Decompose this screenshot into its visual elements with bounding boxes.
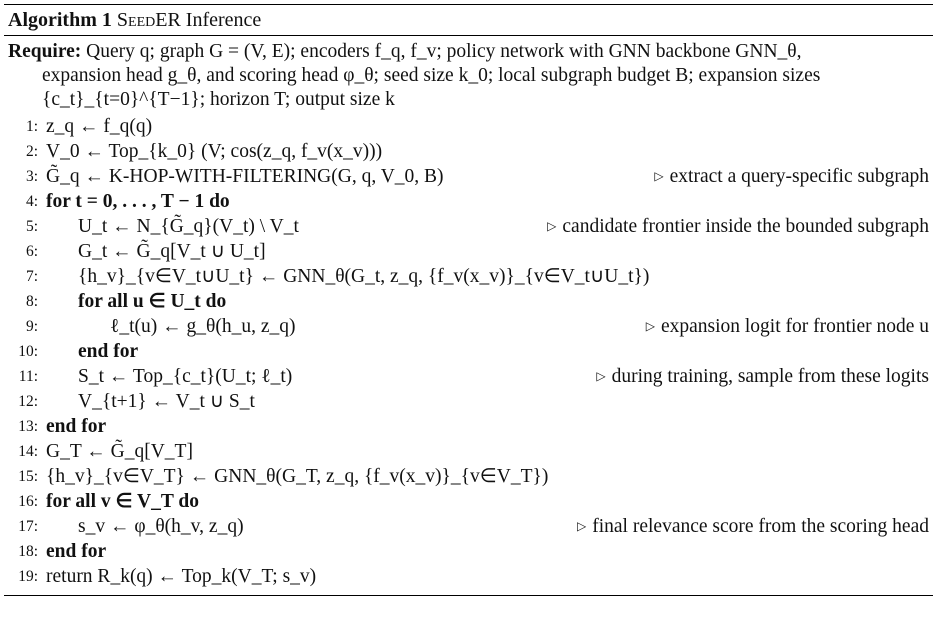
algorithm-line: 19: return R_k(q) ← Top_k(V_T; s_v) bbox=[4, 564, 933, 589]
line-number: 12: bbox=[18, 393, 38, 410]
algorithm-line: 8: for all u ∈ U_t do bbox=[4, 289, 933, 314]
require-line-1: Query q; graph G = (V, E); encoders f_q,… bbox=[86, 41, 802, 62]
line-code: end for bbox=[78, 341, 139, 362]
line-comment-text: expansion logit for frontier node u bbox=[660, 316, 929, 337]
line-code: for all u ∈ U_t do bbox=[78, 291, 227, 312]
algorithm-line: 11: S_t ← Top_{c_t}(U_t; ℓ_t) ▷ during tr… bbox=[4, 364, 933, 389]
algorithm-line: 10: end for bbox=[4, 339, 933, 364]
line-comment: ▷ expansion logit for frontier node u bbox=[646, 314, 929, 339]
algorithm-title: Algorithm 1 SeedER Inference bbox=[4, 5, 933, 35]
algorithm-lines: 1: z_q ← f_q(q) 2: V_0 ← Top_{k_0} (V; c… bbox=[4, 114, 933, 589]
algorithm-line: 17: s_v ← φ_θ(h_v, z_q) ▷ final relevance… bbox=[4, 514, 933, 539]
algorithm-block: Algorithm 1 SeedER Inference Require: Qu… bbox=[4, 4, 933, 596]
require-line-3: {c_t}_{t=0}^{T−1}; horizon T; output siz… bbox=[42, 89, 395, 110]
comment-triangle-icon: ▷ bbox=[547, 219, 557, 233]
line-code: G̃_q ← K-HOP-WITH-FILTERING(G, q, V_0, B… bbox=[46, 166, 444, 187]
algorithm-line: 7: {h_v}_{v∈V_t∪U_t} ← GNN_θ(G_t, z_q, {… bbox=[4, 264, 933, 289]
line-number: 10: bbox=[18, 343, 38, 360]
algorithm-name: SeedER bbox=[116, 9, 181, 31]
line-comment: ▷ candidate frontier inside the bounded s… bbox=[547, 214, 929, 239]
line-comment-text: candidate frontier inside the bounded su… bbox=[562, 216, 929, 237]
line-number: 9: bbox=[25, 318, 38, 335]
line-code: U_t ← N_{G̃_q}(V_t) \ V_t bbox=[78, 216, 299, 237]
line-number: 8: bbox=[25, 293, 38, 310]
algorithm-line: 6: G_t ← G̃_q[V_t ∪ U_t] bbox=[4, 239, 933, 264]
line-code: s_v ← φ_θ(h_v, z_q) bbox=[78, 516, 244, 537]
algorithm-line: 9: ℓ_t(u) ← g_θ(h_u, z_q) ▷ expansion log… bbox=[4, 314, 933, 339]
line-number: 5: bbox=[25, 218, 38, 235]
line-number: 13: bbox=[18, 418, 38, 435]
algorithm-line: 13: end for bbox=[4, 414, 933, 439]
algorithm-line: 16: for all v ∈ V_T do bbox=[4, 489, 933, 514]
require-line-2: expansion head g_θ, and scoring head φ_θ… bbox=[42, 65, 821, 86]
line-code: for t = 0, . . . , T − 1 do bbox=[46, 191, 230, 212]
algorithm-line: 2: V_0 ← Top_{k_0} (V; cos(z_q, f_v(x_v)… bbox=[4, 139, 933, 164]
algorithm-line: 18: end for bbox=[4, 539, 933, 564]
algorithm-line: 14: G_T ← G̃_q[V_T] bbox=[4, 439, 933, 464]
line-number: 19: bbox=[18, 568, 38, 585]
line-number: 2: bbox=[25, 143, 38, 160]
algorithm-line: 15: {h_v}_{v∈V_T} ← GNN_θ(G_T, z_q, {f_v… bbox=[4, 464, 933, 489]
line-code: S_t ← Top_{c_t}(U_t; ℓ_t) bbox=[78, 366, 293, 387]
line-number: 11: bbox=[18, 368, 38, 385]
line-comment: ▷ final relevance score from the scoring … bbox=[577, 514, 929, 539]
comment-triangle-icon: ▷ bbox=[577, 519, 587, 533]
line-comment: ▷ during training, sample from these logi… bbox=[596, 364, 929, 389]
line-comment-text: during training, sample from these logit… bbox=[611, 366, 929, 387]
require-keyword: Require: bbox=[8, 41, 82, 62]
comment-triangle-icon: ▷ bbox=[596, 369, 606, 383]
line-code: ℓ_t(u) ← g_θ(h_u, z_q) bbox=[110, 316, 296, 337]
line-number: 17: bbox=[18, 518, 38, 535]
comment-triangle-icon: ▷ bbox=[654, 169, 664, 183]
algorithm-line: 4: for t = 0, . . . , T − 1 do bbox=[4, 189, 933, 214]
line-code: end for bbox=[46, 541, 107, 562]
line-code: V_0 ← Top_{k_0} (V; cos(z_q, f_v(x_v))) bbox=[46, 141, 383, 162]
line-code: G_t ← G̃_q[V_t ∪ U_t] bbox=[78, 241, 266, 262]
require-block: Require: Query q; graph G = (V, E); enco… bbox=[4, 36, 933, 112]
line-code: {h_v}_{v∈V_T} ← GNN_θ(G_T, z_q, {f_v(x_v… bbox=[46, 466, 549, 487]
line-code: for all v ∈ V_T do bbox=[46, 491, 199, 512]
line-number: 4: bbox=[25, 193, 38, 210]
bottom-rule bbox=[4, 595, 933, 596]
algorithm-name-suffix: Inference bbox=[185, 9, 262, 31]
line-code: G_T ← G̃_q[V_T] bbox=[46, 441, 193, 462]
line-comment-text: final relevance score from the scoring h… bbox=[592, 516, 929, 537]
line-comment: ▷ extract a query-specific subgraph bbox=[654, 164, 929, 189]
comment-triangle-icon: ▷ bbox=[645, 319, 655, 333]
line-number: 7: bbox=[25, 268, 38, 285]
top-rule bbox=[4, 4, 933, 5]
algorithm-line: 12: V_{t+1} ← V_t ∪ S_t bbox=[4, 389, 933, 414]
algorithm-label: Algorithm 1 bbox=[8, 9, 112, 31]
line-number: 6: bbox=[25, 243, 38, 260]
line-comment-text: extract a query-specific subgraph bbox=[669, 166, 929, 187]
line-number: 3: bbox=[25, 168, 38, 185]
line-code: {h_v}_{v∈V_t∪U_t} ← GNN_θ(G_t, z_q, {f_v… bbox=[78, 266, 650, 287]
line-code: return R_k(q) ← Top_k(V_T; s_v) bbox=[46, 566, 317, 587]
line-number: 16: bbox=[18, 493, 38, 510]
algorithm-line: 5: U_t ← N_{G̃_q}(V_t) \ V_t ▷ candidate … bbox=[4, 214, 933, 239]
algorithm-line: 1: z_q ← f_q(q) bbox=[4, 114, 933, 139]
title-rule bbox=[4, 35, 933, 36]
line-code: end for bbox=[46, 416, 107, 437]
line-number: 18: bbox=[18, 543, 38, 560]
line-number: 1: bbox=[25, 118, 38, 135]
line-code: z_q ← f_q(q) bbox=[46, 116, 153, 137]
algorithm-line: 3: G̃_q ← K-HOP-WITH-FILTERING(G, q, V_0… bbox=[4, 164, 933, 189]
line-number: 15: bbox=[18, 468, 38, 485]
line-number: 14: bbox=[18, 443, 38, 460]
line-code: V_{t+1} ← V_t ∪ S_t bbox=[78, 391, 255, 412]
